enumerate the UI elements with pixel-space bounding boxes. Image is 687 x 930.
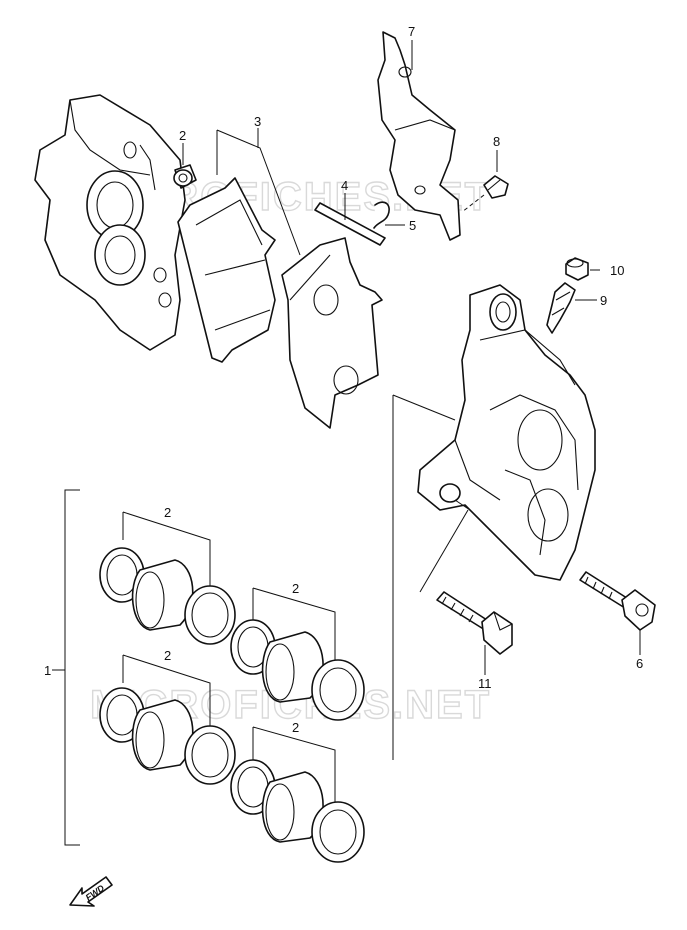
callout-2-top: 2 xyxy=(179,128,186,143)
leader-bolt-11-upper xyxy=(454,499,471,511)
callout-7: 7 xyxy=(408,24,415,39)
mounting-bolt-part-11 xyxy=(436,591,513,655)
brake-pad-set-part-3 xyxy=(177,129,383,429)
piston-set-upper-left xyxy=(99,511,236,645)
piston-set-lower-left xyxy=(99,654,236,785)
bleeder-cap-part-10 xyxy=(565,257,589,281)
callout-4: 4 xyxy=(341,178,348,193)
callout-6: 6 xyxy=(636,656,643,671)
bracket-part-1 xyxy=(64,489,80,846)
pad-pin-part-4 xyxy=(314,193,386,246)
bleeder-screw-part-8 xyxy=(461,150,509,213)
callout-11: 11 xyxy=(478,676,492,691)
callout-2-upper-left: 2 xyxy=(164,505,171,520)
callout-1: 1 xyxy=(44,663,51,678)
leader-bolt-11 xyxy=(419,509,469,593)
piston-set-middle-right xyxy=(230,587,365,721)
bracket-plate-part-7 xyxy=(377,31,461,241)
callout-9: 9 xyxy=(600,293,607,308)
callout-3: 3 xyxy=(254,114,261,129)
mounting-bolt-part-6 xyxy=(579,571,656,631)
caliper-half-outer xyxy=(34,94,186,351)
callout-5: 5 xyxy=(409,218,416,233)
callout-2-lower-left: 2 xyxy=(164,648,171,663)
bleeder-valve-part-9 xyxy=(546,282,576,334)
caliper-body-right xyxy=(417,284,596,581)
seal-part-2-small xyxy=(173,164,197,189)
callout-2-middle-right: 2 xyxy=(292,581,299,596)
callout-8: 8 xyxy=(493,134,500,149)
piston-set-lower-right xyxy=(230,726,365,863)
callout-2-lower-right: 2 xyxy=(292,720,299,735)
pin-clip-part-5 xyxy=(373,201,405,229)
callout-10: 10 xyxy=(610,263,624,278)
forward-arrow-icon: FWD xyxy=(69,876,113,907)
leader-pads-to-body xyxy=(392,394,456,421)
